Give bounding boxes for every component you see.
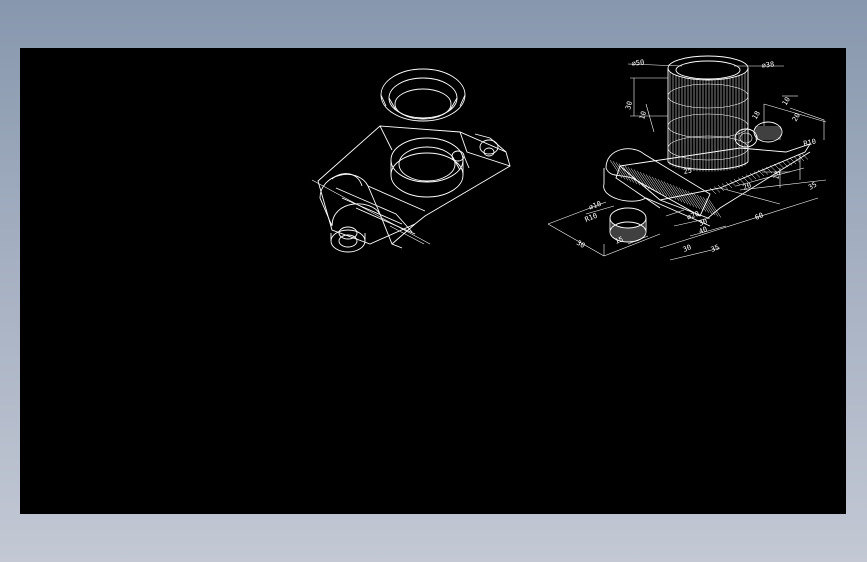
dim-label-phi38: ⌀38 (761, 60, 775, 70)
plate-hatch-line (785, 159, 793, 166)
plate-hatch-line (761, 168, 769, 175)
half-cylinder-hatch-line (627, 167, 641, 186)
half-cylinder-hatch-line (621, 164, 635, 183)
front-half-cylinder (603, 148, 722, 227)
half-cylinder-hatch-line (609, 159, 623, 179)
dim-label-10-right: 10 (781, 96, 792, 107)
half-cylinder-hatch-line (624, 165, 638, 185)
plate-hatch-line (749, 172, 757, 180)
half-cylinder-hatch-line (657, 179, 671, 198)
plate-hatch-line (729, 180, 737, 187)
half-cylinder-hatch-line (651, 176, 665, 195)
plate-hatch-line (733, 178, 741, 186)
half-cylinder-hatch-line (681, 188, 695, 207)
half-cylinder-hatch-line (678, 187, 692, 206)
dim-label-30-bottom-left: 30 (575, 239, 586, 250)
plate-hatch-line (801, 153, 809, 160)
cad-drawing-svg: ⌀50 ⌀38 30 10 18 25 10 R10 20 35 20 18 6… (311, 55, 827, 261)
plate-hatch-line (789, 157, 797, 165)
dim-label-40: 40 (698, 225, 709, 236)
half-cylinder-hatch-line (684, 189, 698, 209)
dim-label-30-horizontal: 30 (698, 217, 709, 228)
dim-label-35-right: 35 (807, 181, 818, 192)
dim-label-30-bottom: 30 (682, 243, 693, 254)
plate-hatch-line (725, 181, 733, 189)
half-cylinder-hatch-line (675, 186, 689, 205)
half-cylinder-hatch-line (705, 198, 719, 217)
wireframe-base-body (311, 125, 511, 253)
half-cylinder-hatch-line (615, 162, 629, 181)
wireframe-flange-ring (380, 68, 466, 122)
plate-hatch-line (757, 169, 765, 177)
half-cylinder-hatch-line (654, 177, 668, 197)
plate-hatch-line (741, 175, 749, 183)
plate-hatch-line (773, 163, 781, 171)
half-cylinder-hatch-line (642, 173, 656, 192)
half-cylinder-hatch-line (636, 170, 650, 189)
dim-label-r10-right: R10 (803, 137, 817, 147)
plate-hatch-line (721, 183, 729, 190)
half-cylinder-hatch-line (660, 180, 674, 199)
half-cylinder-hatch-line (633, 169, 647, 188)
half-cylinder-hatch-line (666, 182, 680, 201)
dim-label-20-mid: 20 (742, 181, 753, 192)
dim-label-r10-bottom: R10 (584, 212, 599, 224)
half-cylinder-hatch-line (687, 191, 701, 210)
cad-drawing-canvas[interactable]: ⌀50 ⌀38 30 10 18 25 10 R10 20 35 20 18 6… (20, 48, 846, 514)
dim-label-10-left: 10 (638, 110, 648, 120)
half-cylinder-hatch-line (696, 194, 710, 213)
plate-hatch-line (793, 156, 801, 163)
plate-hatch-line (777, 162, 785, 169)
half-cylinder-hatch-line (699, 195, 713, 215)
half-cylinder-hatch-line (669, 183, 683, 203)
dim-label-18-mid: 18 (772, 170, 782, 180)
half-cylinder-hatch-line (648, 175, 662, 194)
plate-hatch-line (781, 160, 789, 168)
half-cylinder-hatch-line (693, 193, 707, 212)
plate-hatch-line (713, 186, 721, 193)
dim-label-20-right: 20 (791, 112, 802, 123)
half-cylinder-hatch-line (639, 171, 653, 191)
half-cylinder-hatch-line (702, 197, 716, 216)
hatched-cylinder (667, 55, 749, 172)
dim-label-18-top: 18 (751, 110, 762, 121)
half-cylinder-hatch-line (630, 168, 644, 187)
half-cylinder-hatch-line (612, 161, 626, 180)
dim-label-35-bottom: 35 (710, 243, 721, 254)
bottom-lug (609, 207, 647, 243)
plate-hatch-line (737, 177, 745, 184)
plate-hatch-line (745, 174, 753, 181)
plate-hatch-line (753, 171, 761, 178)
half-cylinder-hatch-line (672, 185, 686, 204)
half-cylinder-hatch-line (708, 199, 722, 218)
base-plate (615, 143, 812, 219)
dim-label-25: 25 (683, 166, 693, 176)
dimension-texts: ⌀50 ⌀38 30 10 18 25 10 R10 20 35 20 18 6… (575, 58, 818, 254)
half-cylinder-hatch-line (618, 163, 632, 182)
plate-hatch-line (769, 165, 777, 172)
plate-hatch-line (797, 154, 805, 162)
half-cylinder-hatch-line (690, 192, 704, 211)
right-boss (734, 121, 783, 148)
dim-label-60: 60 (754, 211, 765, 222)
dimension-lines (547, 63, 827, 261)
dimensioned-part-right: ⌀50 ⌀38 30 10 18 25 10 R10 20 35 20 18 6… (547, 55, 827, 261)
half-cylinder-hatch-line (645, 174, 659, 193)
wireframe-part-left (311, 68, 511, 253)
dim-label-30-vertical: 30 (624, 100, 634, 110)
dim-label-15: 15 (614, 235, 625, 246)
dim-label-phi50: ⌀50 (631, 58, 645, 68)
half-cylinder-hatch-line (663, 181, 677, 200)
plate-hatch-line (709, 187, 717, 195)
